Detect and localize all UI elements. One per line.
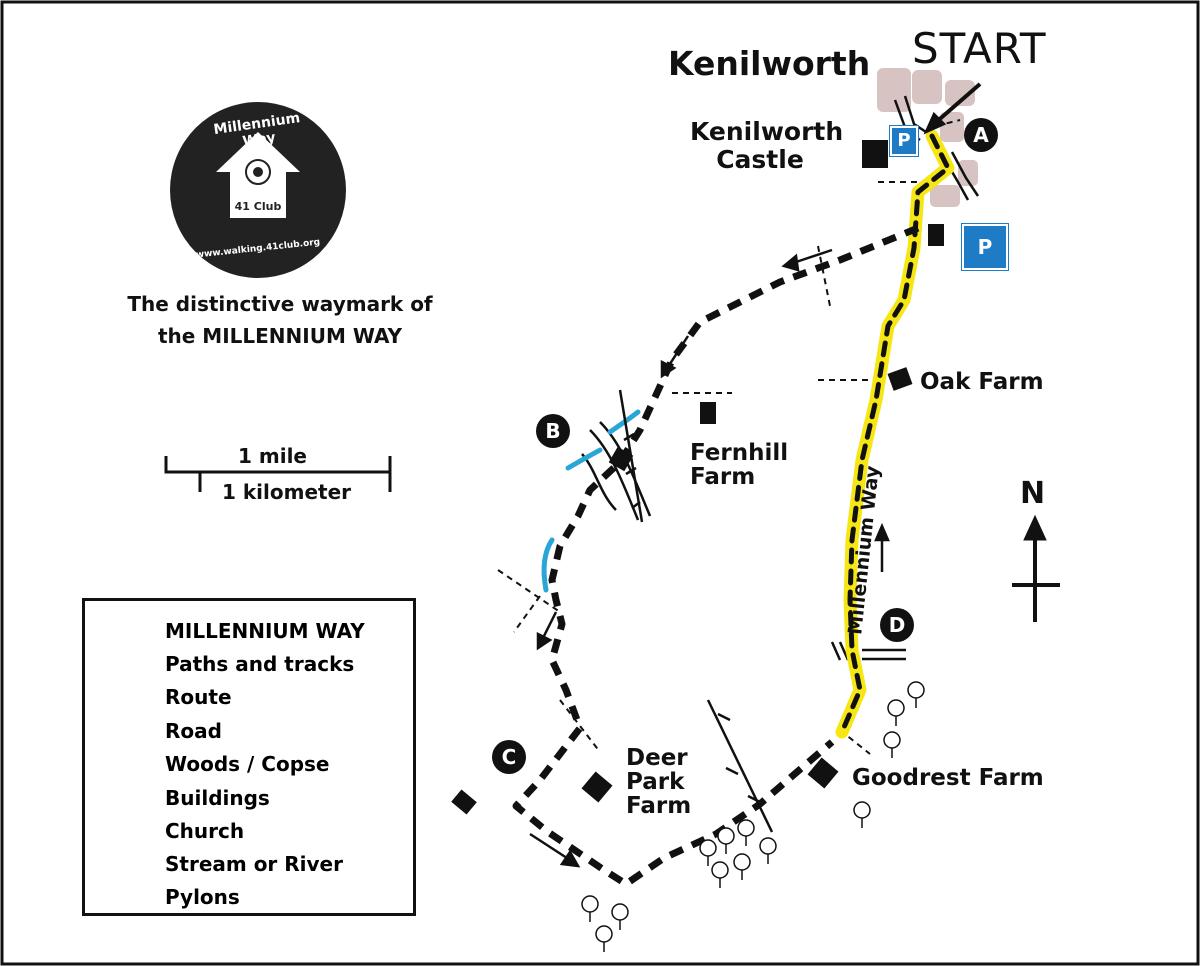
fernhill-line-2: Farm xyxy=(690,464,756,490)
waymark-caption: The distinctive waymark of the MILLENNIU… xyxy=(60,288,500,352)
deer-park-line-2: Park xyxy=(626,769,685,795)
woods-copse xyxy=(581,681,925,952)
waypoint-d: D xyxy=(880,608,914,642)
deer-park-farm-label: Deer Park Farm xyxy=(626,746,691,818)
legend-woods: Woods / Copse xyxy=(165,752,330,776)
badge-club-text: 41 Club xyxy=(234,200,282,213)
waypoint-b: B xyxy=(536,414,570,448)
roads xyxy=(581,95,980,661)
scale-km-label: 1 kilometer xyxy=(222,480,352,504)
legend-millennium-way: MILLENNIUM WAY xyxy=(165,619,365,643)
fernhill-line-1: Fernhill xyxy=(690,440,789,466)
millennium-way-route xyxy=(835,129,955,739)
parking-icon-large: P xyxy=(961,223,1009,271)
north-arrow xyxy=(1012,514,1060,622)
deer-park-line-3: Farm xyxy=(626,793,692,819)
town-label: Kenilworth xyxy=(668,44,871,83)
deer-park-line-1: Deer xyxy=(626,745,688,771)
legend-paths: Paths and tracks xyxy=(165,652,355,676)
start-label: START xyxy=(912,24,1047,73)
legend-road: Road xyxy=(165,719,222,743)
legend-route: Route xyxy=(165,685,232,709)
castle-label: Kenilworth Castle xyxy=(690,117,844,174)
streams xyxy=(541,409,641,593)
goodrest-farm-label: Goodrest Farm xyxy=(852,765,1044,791)
north-label: N xyxy=(1020,476,1046,511)
waypoint-c: C xyxy=(492,740,526,774)
scale-mile-label: 1 mile xyxy=(238,444,307,468)
waymark-badge xyxy=(170,102,346,278)
legend-stream: Stream or River xyxy=(165,852,343,876)
route-arrows xyxy=(529,82,982,868)
buildings xyxy=(451,140,944,815)
caption-line-1: The distinctive waymark of xyxy=(127,292,433,316)
legend-pylons: Pylons xyxy=(165,885,240,909)
oak-farm-label: Oak Farm xyxy=(920,369,1044,395)
scale-bar xyxy=(164,456,392,492)
waypoint-a: A xyxy=(964,118,998,152)
map-legend: MILLENNIUM WAY Paths and tracks Route Ro… xyxy=(82,598,416,916)
legend-church: Church xyxy=(165,819,245,843)
fernhill-farm-label: Fernhill Farm xyxy=(690,441,788,489)
parking-icon: P xyxy=(889,125,919,157)
legend-buildings: Buildings xyxy=(165,786,270,810)
caption-line-2: the MILLENNIUM WAY xyxy=(157,324,403,348)
town-area xyxy=(877,68,978,207)
